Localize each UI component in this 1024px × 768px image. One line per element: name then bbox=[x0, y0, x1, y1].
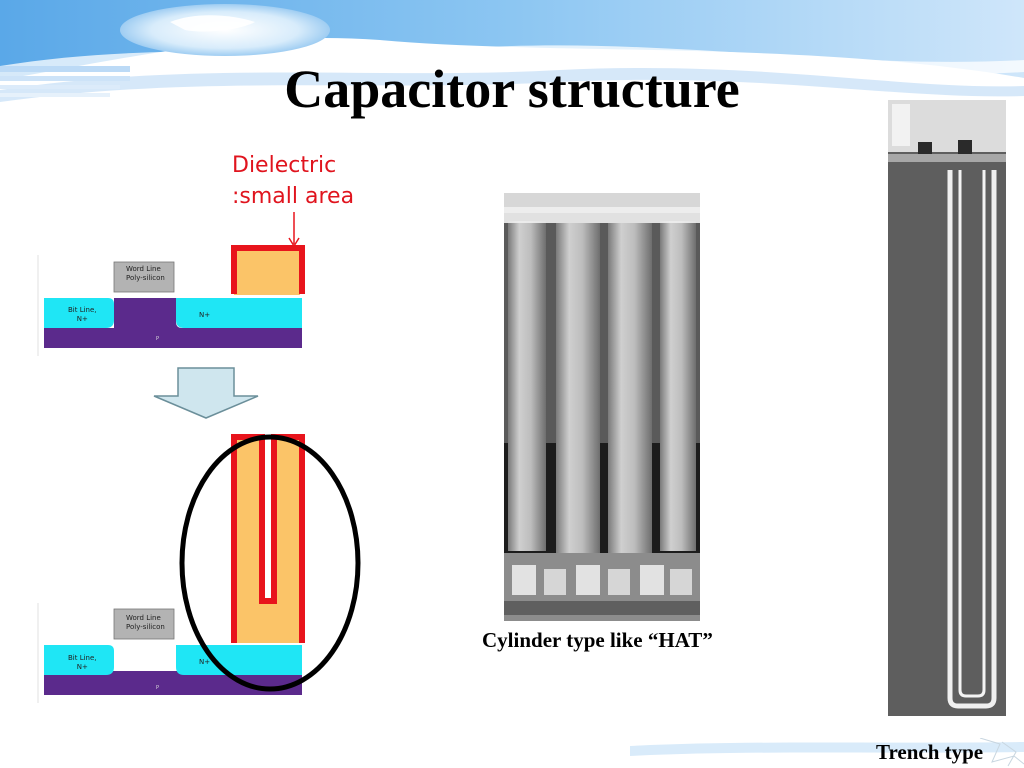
word-line-block bbox=[113, 261, 175, 293]
dielectric-note: Dielectric :small area bbox=[232, 150, 354, 212]
cylinder-sem-image bbox=[504, 193, 700, 621]
down-arrow-icon bbox=[153, 367, 259, 419]
word-line-label-bottom: Word Line Poly-silicon bbox=[126, 614, 165, 631]
bit-line-region bbox=[44, 645, 114, 675]
dielectric-layer bbox=[231, 434, 305, 643]
stacked-cell-diagram bbox=[37, 434, 361, 703]
slide-title: Capacitor structure bbox=[284, 59, 740, 119]
n-plus-label-top: N+ bbox=[199, 311, 211, 319]
header-banner bbox=[0, 0, 1024, 102]
n-plus-region bbox=[176, 645, 302, 675]
highlight-ellipse bbox=[179, 434, 361, 692]
p-label-bottom: P bbox=[156, 685, 160, 691]
planar-cell-diagram bbox=[37, 212, 305, 356]
p-substrate bbox=[44, 334, 302, 348]
cylinder-caption: Cylinder type like “HAT” bbox=[482, 628, 713, 652]
n-plus-label-bottom: N+ bbox=[199, 658, 211, 666]
capacitor-fill bbox=[234, 251, 300, 295]
word-line-block bbox=[113, 608, 175, 640]
trench-sem-image bbox=[888, 100, 1006, 716]
bit-line-label-bottom: Bit Line, N+ bbox=[68, 654, 97, 671]
dielectric-note-line2: :small area bbox=[232, 184, 355, 209]
dielectric-note-line1: Dielectric bbox=[232, 153, 337, 178]
n-plus-region bbox=[176, 298, 302, 328]
trench-caption: Trench type bbox=[876, 740, 984, 764]
capacitor-fill bbox=[234, 439, 302, 643]
footer-decoration bbox=[630, 738, 1024, 767]
p-label-top: P bbox=[156, 336, 160, 342]
bit-line-region bbox=[44, 298, 114, 328]
word-line-label-top: Word Line Poly-silicon bbox=[126, 265, 165, 282]
bit-line-label-top: Bit Line, N+ bbox=[68, 306, 97, 323]
dielectric-layer bbox=[231, 245, 305, 294]
